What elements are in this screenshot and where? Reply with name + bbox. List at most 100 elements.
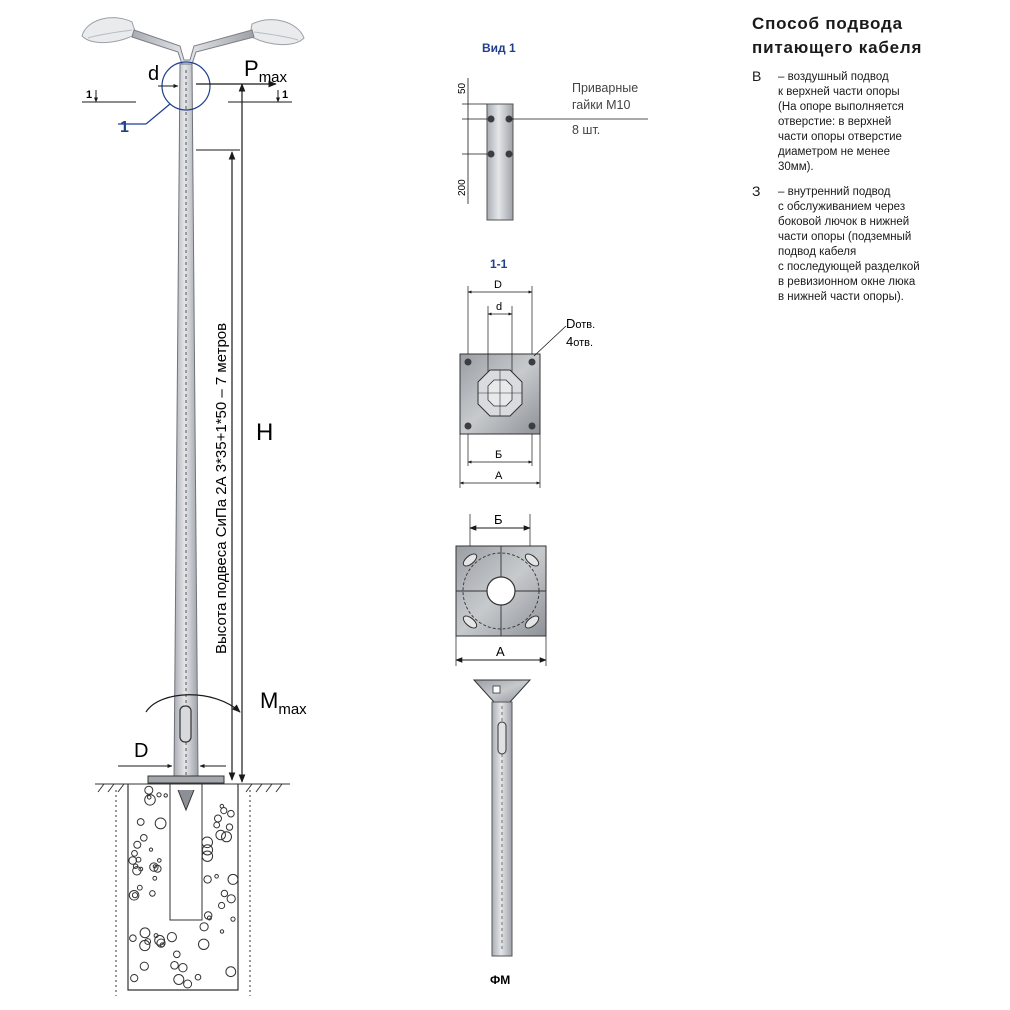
concrete-pebble bbox=[144, 785, 154, 795]
concrete-pebble bbox=[128, 856, 137, 865]
section-dim-D: D bbox=[494, 279, 502, 291]
section-title: 1-1 bbox=[490, 257, 508, 271]
method-letter-v: В bbox=[752, 68, 762, 84]
label-D: D bbox=[134, 740, 148, 762]
concrete-pebble bbox=[149, 890, 156, 897]
label-d: d bbox=[148, 63, 159, 85]
concrete-pebble bbox=[139, 961, 149, 971]
concrete-pebble bbox=[201, 850, 214, 862]
concrete-pebble bbox=[170, 961, 179, 970]
concrete-pebble bbox=[173, 974, 185, 985]
concrete-pebble bbox=[230, 916, 236, 922]
concrete-pebble bbox=[154, 817, 167, 830]
foundation-dim-B: Б bbox=[494, 512, 503, 527]
section-mark-left: 1 bbox=[86, 89, 92, 101]
concrete-pebble bbox=[131, 892, 139, 899]
concrete-pebble bbox=[152, 875, 158, 881]
concrete-pebble bbox=[227, 873, 239, 885]
section-dim-d: d bbox=[496, 301, 502, 313]
vertical-note: Высота подвеса СиПа 2А 3*35+1*50 – 7 мет… bbox=[213, 323, 230, 654]
concrete-pebble bbox=[144, 938, 152, 945]
concrete-pebble bbox=[153, 864, 162, 873]
method-overhead: В – воздушный подвод к верхней части опо… bbox=[752, 68, 1002, 175]
concrete-pebble bbox=[152, 864, 157, 869]
section-dim-A: А bbox=[495, 470, 503, 482]
concrete-pebble bbox=[156, 938, 166, 948]
concrete-pebble bbox=[154, 934, 166, 946]
concrete-pebble bbox=[132, 863, 139, 869]
section-hole-count: 4отв. bbox=[566, 334, 593, 349]
concrete-pebble bbox=[139, 927, 151, 939]
main-pole-drawing: d Pmax 1 1 1 H Mmax D Высота подвеса СиП… bbox=[81, 17, 307, 996]
foundation-post-top bbox=[472, 679, 532, 703]
method-internal: З – внутренний подвод с обслуживанием че… bbox=[752, 183, 1002, 305]
section-dim-B: Б bbox=[495, 449, 502, 461]
concrete-pebble bbox=[163, 793, 168, 798]
callout-number: 1 bbox=[120, 119, 129, 136]
view1-dim-top: 50 bbox=[457, 82, 468, 94]
concrete-pebble bbox=[214, 814, 222, 823]
concrete-pebble bbox=[139, 939, 151, 952]
method-text-z: – внутренний подвод с обслуживанием чере… bbox=[778, 186, 920, 303]
concrete-pebble bbox=[220, 889, 229, 898]
concrete-pebble bbox=[135, 856, 142, 863]
concrete-pebble bbox=[198, 938, 210, 950]
concrete-pebble bbox=[136, 884, 143, 891]
concrete-pebble bbox=[225, 966, 237, 978]
concrete-pebble bbox=[204, 911, 213, 920]
foundation-view: Б А ФМ bbox=[455, 512, 547, 987]
view1-dim-bottom: 200 bbox=[457, 179, 468, 196]
concrete-pebble bbox=[148, 847, 154, 852]
label-m-max: Mmax bbox=[260, 688, 307, 718]
lamp-right bbox=[249, 19, 305, 45]
method-text-v: – воздушный подвод к верхней части опоры… bbox=[778, 71, 904, 173]
concrete-pebble bbox=[130, 974, 139, 983]
inspection-hatch bbox=[179, 705, 192, 743]
cable-supply-panel: Способ подвода питающего кабеля В – возд… bbox=[752, 12, 1002, 305]
view1-title: Вид 1 bbox=[482, 41, 516, 55]
view-1: Вид 1 50 200 Приварные гайки М10 8 шт. bbox=[457, 41, 648, 221]
concrete-pebble bbox=[133, 840, 142, 849]
concrete-pebble bbox=[183, 979, 193, 989]
concrete-pebble bbox=[194, 973, 202, 981]
view1-tube bbox=[486, 103, 514, 221]
view1-note-1: Приварные bbox=[572, 81, 638, 95]
concrete-pebble bbox=[199, 922, 209, 932]
concrete-pebble bbox=[129, 934, 137, 943]
lamp-left bbox=[81, 17, 137, 43]
concrete-pebble bbox=[226, 894, 236, 904]
foundation-pit bbox=[115, 783, 251, 996]
concrete-pebble bbox=[227, 809, 235, 818]
concrete-pebble bbox=[203, 875, 212, 884]
concrete-pebble bbox=[140, 834, 148, 842]
section-1-1: 1-1 D d Dотв. 4отв. Б А bbox=[459, 257, 595, 488]
bracket-arms bbox=[131, 29, 255, 65]
concrete-pebble bbox=[214, 874, 219, 879]
foundation-dim-A: А bbox=[496, 644, 505, 659]
method-letter-z: З bbox=[752, 183, 761, 199]
concrete-pebble bbox=[136, 818, 145, 826]
concrete-pebble bbox=[131, 850, 138, 857]
concrete-pebble bbox=[156, 792, 162, 798]
panel-title-line1: Способ подвода bbox=[752, 14, 903, 33]
concrete-pebble bbox=[219, 929, 225, 934]
concrete-pebble bbox=[138, 866, 144, 872]
view1-note-3: 8 шт. bbox=[572, 123, 600, 137]
concrete-pebble bbox=[159, 942, 165, 948]
concrete-pebble bbox=[157, 858, 162, 863]
concrete-pebble bbox=[146, 795, 152, 800]
concrete-pebble bbox=[128, 890, 140, 901]
label-p-max: Pmax bbox=[244, 56, 288, 86]
view1-note-2: гайки М10 bbox=[572, 98, 631, 112]
section-mark-right: 1 bbox=[282, 89, 288, 101]
panel-title-line2: питающего кабеля bbox=[752, 38, 923, 57]
base-plate bbox=[147, 775, 225, 784]
concrete-pebble bbox=[213, 821, 221, 829]
concrete-pebble bbox=[173, 950, 181, 959]
concrete-pebble bbox=[221, 831, 232, 843]
concrete-pebble bbox=[149, 862, 159, 872]
concrete-pebble bbox=[201, 844, 214, 856]
concrete-pebble bbox=[166, 932, 177, 943]
concrete-pebble bbox=[218, 901, 226, 910]
